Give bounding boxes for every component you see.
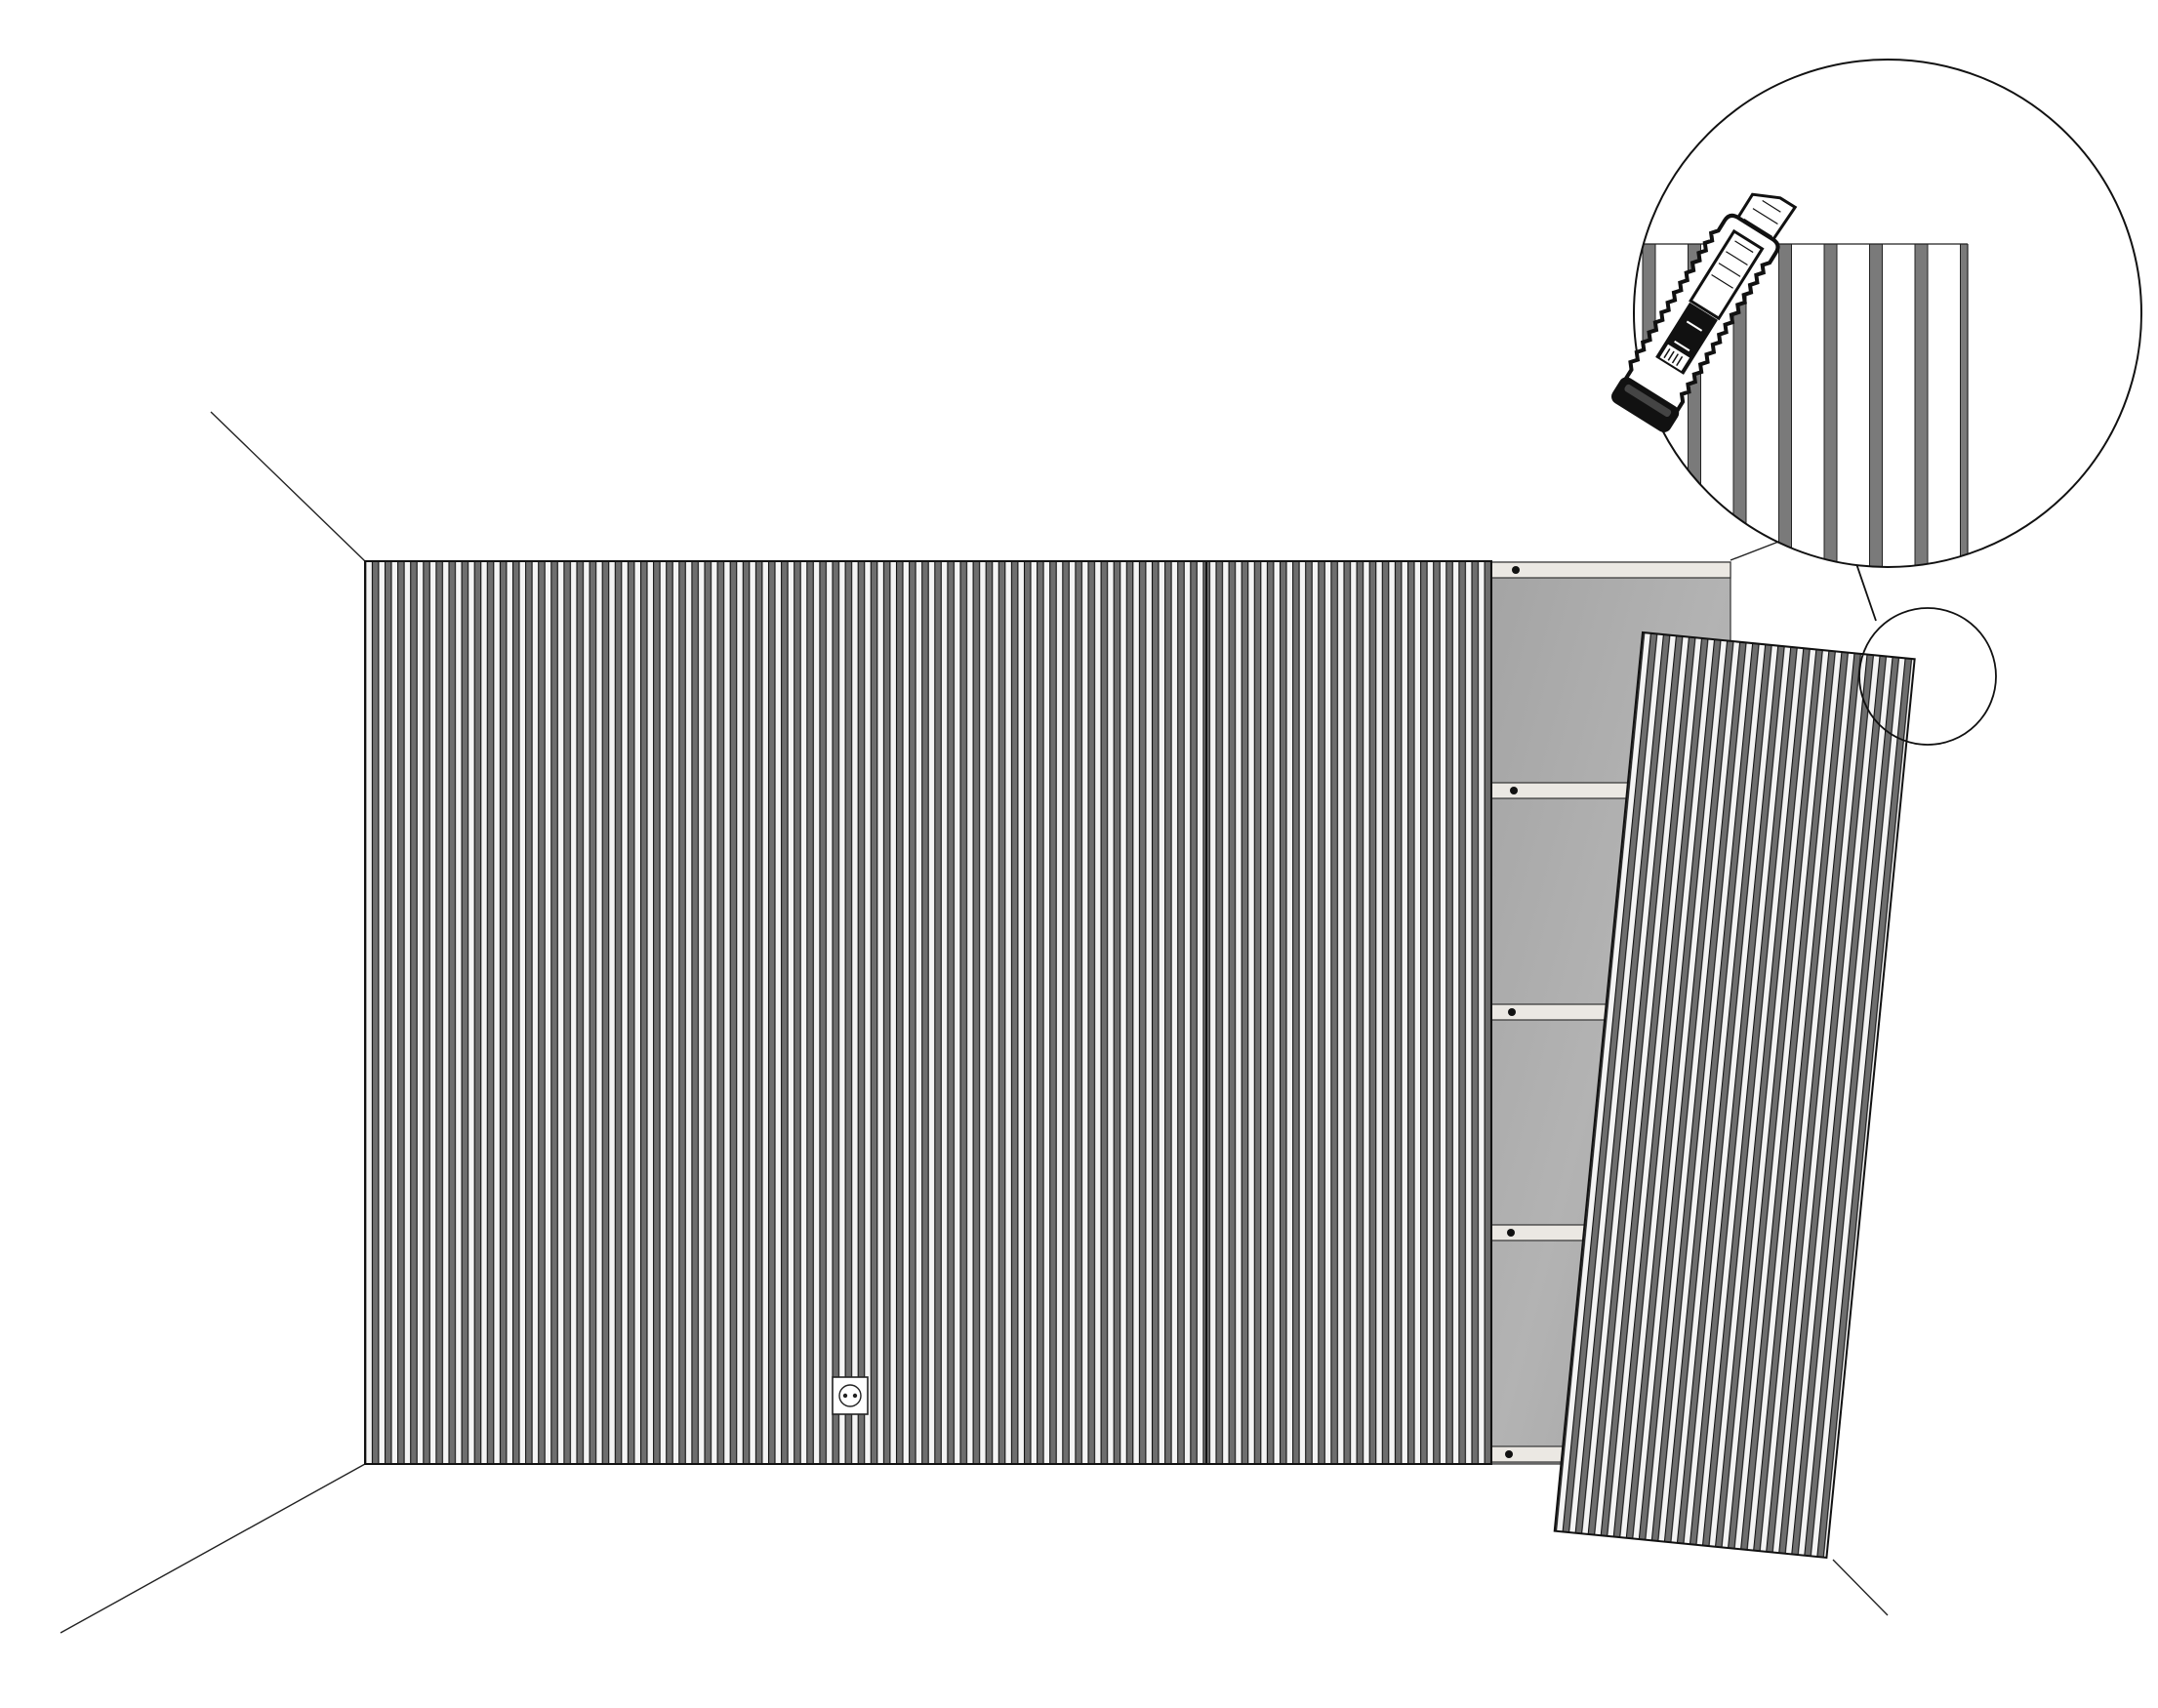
screw-icon (1505, 1450, 1513, 1458)
screw-icon (1512, 566, 1520, 574)
room-corner-lines (60, 411, 1889, 1634)
batten (1490, 561, 1731, 579)
installed-panel (364, 560, 1207, 1465)
installed-panel (1205, 560, 1492, 1465)
leaning-panel (1553, 630, 1916, 1560)
installed-panels (364, 560, 1492, 1465)
screw-icon (1507, 1229, 1515, 1237)
screw-icon (1510, 787, 1518, 794)
wall-outlet-icon (832, 1376, 869, 1415)
screw-icon (1508, 1008, 1516, 1016)
utility-knife-icon (1611, 192, 1798, 432)
